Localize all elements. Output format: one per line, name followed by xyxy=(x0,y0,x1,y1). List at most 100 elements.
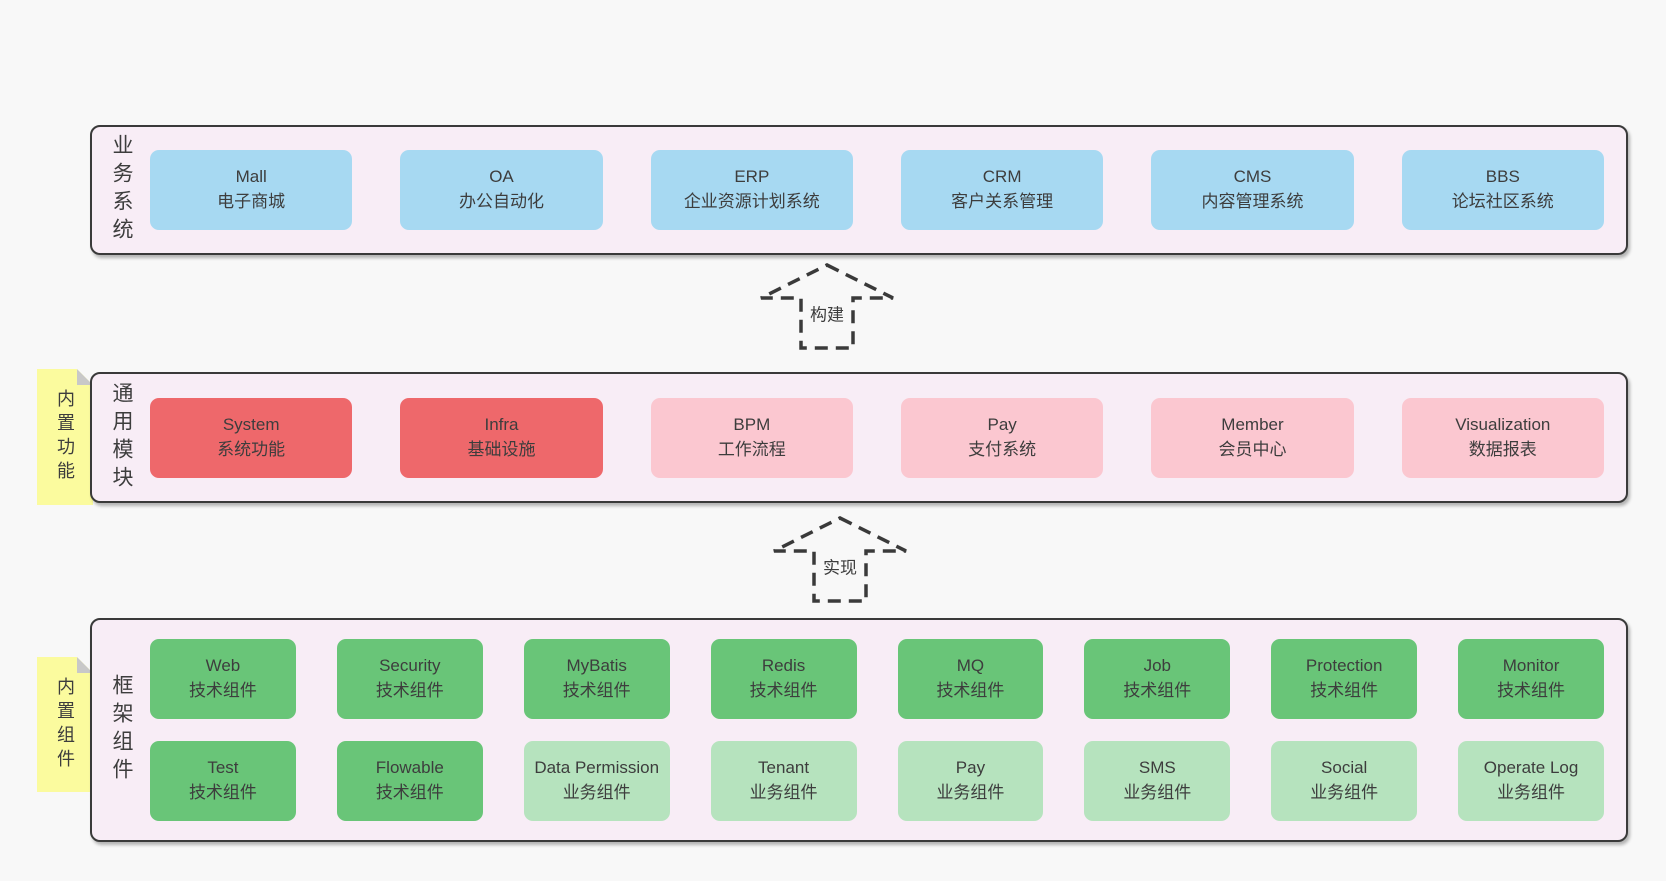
module-box-monitor: Monitor 技术组件 xyxy=(1458,639,1604,719)
box-subtitle: 系统功能 xyxy=(217,439,286,459)
box-title: BPM xyxy=(733,414,771,434)
box-title: MQ xyxy=(956,656,985,676)
module-box-tenant: Tenant 业务组件 xyxy=(710,741,857,821)
arrow-label: 构建 xyxy=(807,299,847,327)
band-common-modules: 通用模块 System 系统功能 Infra 基础设施 BPM 工作流程 Pay 支付系统 Me… xyxy=(90,372,1628,503)
box-subtitle: 技术组件 xyxy=(562,681,631,700)
box-title: Monitor xyxy=(1502,656,1560,676)
box-title: Operate Log xyxy=(1483,758,1579,778)
box-title: Mall xyxy=(235,167,267,187)
band-rows: Mall 电子商城 OA 办公自动化 ERP 企业资源计划系统 CRM 客户关系管理 CMS 内容… xyxy=(136,150,1626,230)
sticky-note-built-in-features: 内置功能 xyxy=(37,369,93,505)
box-title: Visualization xyxy=(1455,414,1551,434)
box-subtitle: 支付系统 xyxy=(968,439,1037,459)
box-subtitle: 办公自动化 xyxy=(458,192,544,211)
module-box-mybatis: MyBatis 技术组件 xyxy=(523,639,670,719)
box-title: SMS xyxy=(1138,758,1176,778)
box-title: Web xyxy=(205,656,241,676)
module-box-cms: CMS 内容管理系统 xyxy=(1151,150,1354,230)
build-arrow: 构建 xyxy=(757,261,897,351)
module-box-mall: Mall 电子商城 xyxy=(150,150,353,230)
box-title: Social xyxy=(1321,758,1368,778)
box-title: CRM xyxy=(982,167,1022,187)
box-title: ERP xyxy=(734,167,770,187)
box-subtitle: 技术组件 xyxy=(188,783,257,802)
module-box-social: Social 业务组件 xyxy=(1271,741,1418,821)
box-title: Pay xyxy=(987,414,1017,434)
box-title: Member xyxy=(1221,414,1284,434)
box-subtitle: 会员中心 xyxy=(1218,439,1287,459)
dashed-up-arrow-icon xyxy=(773,516,907,603)
arrow-label: 实现 xyxy=(820,552,860,580)
module-box-web: Web 技术组件 xyxy=(150,639,296,719)
box-subtitle: 业务组件 xyxy=(1497,783,1566,802)
module-box-bpm: BPM 工作流程 xyxy=(650,397,853,478)
box-subtitle: 论坛社区系统 xyxy=(1451,192,1554,211)
box-subtitle: 电子商城 xyxy=(217,192,286,211)
box-subtitle: 技术组件 xyxy=(749,681,818,700)
sticky-note-built-in-components: 内置组件 xyxy=(37,657,93,792)
box-subtitle: 业务组件 xyxy=(1123,783,1192,802)
module-box-visualization: Visualization 数据报表 xyxy=(1401,397,1604,478)
box-title: Tenant xyxy=(758,758,810,778)
band-label: 框架组件 xyxy=(110,674,133,786)
module-box-job: Job 技术组件 xyxy=(1084,639,1231,719)
box-subtitle: 技术组件 xyxy=(1123,681,1192,700)
module-box-crm: CRM 客户关系管理 xyxy=(900,150,1104,230)
implement-arrow: 实现 xyxy=(770,514,910,604)
band-label: 通用模块 xyxy=(110,381,133,494)
box-subtitle: 技术组件 xyxy=(936,681,1005,700)
band-rows: System 系统功能 Infra 基础设施 BPM 工作流程 Pay 支付系统 Member 会… xyxy=(136,397,1626,478)
box-subtitle: 技术组件 xyxy=(375,783,444,802)
module-box-erp: ERP 企业资源计划系统 xyxy=(650,150,853,230)
box-title: System xyxy=(222,414,280,434)
box-title: MyBatis xyxy=(566,656,627,676)
box-title: Security xyxy=(379,656,441,676)
module-box-sms: SMS 业务组件 xyxy=(1084,741,1231,821)
box-title: Redis xyxy=(761,656,806,676)
box-subtitle: 技术组件 xyxy=(1310,681,1379,700)
box-subtitle: 技术组件 xyxy=(1497,681,1566,700)
box-title: Job xyxy=(1143,656,1172,676)
box-subtitle: 企业资源计划系统 xyxy=(683,192,820,211)
box-subtitle: 基础设施 xyxy=(467,439,536,459)
box-title: Data Permission xyxy=(534,758,660,778)
box-title: CMS xyxy=(1233,167,1272,187)
box-subtitle: 数据报表 xyxy=(1468,439,1537,459)
dashed-up-arrow-icon xyxy=(760,263,894,350)
box-subtitle: 工作流程 xyxy=(717,439,786,459)
module-box-bbs: BBS 论坛社区系统 xyxy=(1401,150,1604,230)
box-row: Mall 电子商城 OA 办公自动化 ERP 企业资源计划系统 CRM 客户关系管理 CMS 内容… xyxy=(150,150,1604,230)
box-subtitle: 业务组件 xyxy=(1310,783,1379,802)
box-subtitle: 业务组件 xyxy=(936,783,1005,802)
box-row: System 系统功能 Infra 基础设施 BPM 工作流程 Pay 支付系统 Member 会… xyxy=(150,397,1604,478)
box-subtitle: 业务组件 xyxy=(562,783,631,802)
sticky-note-text: 内置组件 xyxy=(55,676,75,773)
box-title: Infra xyxy=(484,414,519,434)
module-box-system: System 系统功能 xyxy=(150,397,353,478)
sticky-note-text: 内置功能 xyxy=(55,389,75,485)
module-box-flowable: Flowable 技术组件 xyxy=(336,741,483,821)
box-title: Flowable xyxy=(375,758,444,778)
box-title: OA xyxy=(489,167,514,187)
box-subtitle: 内容管理系统 xyxy=(1201,192,1304,211)
box-subtitle: 技术组件 xyxy=(188,681,257,700)
module-box-member: Member 会员中心 xyxy=(1151,397,1354,478)
box-title: BBS xyxy=(1485,167,1520,187)
box-subtitle: 技术组件 xyxy=(375,681,444,700)
box-subtitle: 业务组件 xyxy=(749,783,818,802)
box-title: Protection xyxy=(1305,656,1383,676)
module-box-operate-log: Operate Log 业务组件 xyxy=(1458,741,1604,821)
module-box-oa: OA 办公自动化 xyxy=(400,150,603,230)
module-box-protection: Protection 技术组件 xyxy=(1271,639,1418,719)
box-subtitle: 客户关系管理 xyxy=(951,192,1054,211)
module-box-redis: Redis 技术组件 xyxy=(710,639,857,719)
module-box-security: Security 技术组件 xyxy=(336,639,483,719)
